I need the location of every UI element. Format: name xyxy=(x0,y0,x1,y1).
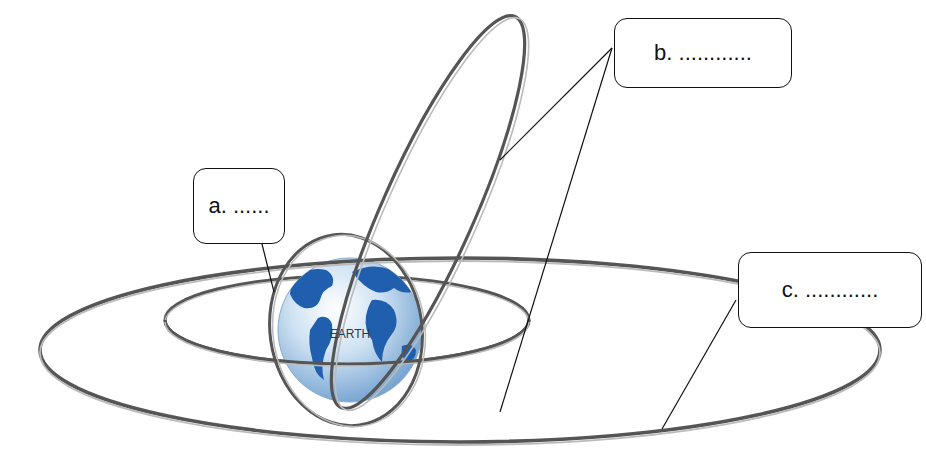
callout-text: c. ............ xyxy=(782,277,879,303)
orbit-front xyxy=(40,0,880,445)
callout-box: b. ............ xyxy=(614,18,792,88)
callout-box: a. ...... xyxy=(193,168,285,244)
earth-globe xyxy=(278,258,422,402)
leader-lines xyxy=(250,48,736,429)
globe-label: EARTH xyxy=(330,327,370,341)
callout-box: c. ............ xyxy=(738,252,922,328)
callout-text: a. ...... xyxy=(208,193,269,219)
callout-text: b. ............ xyxy=(654,40,752,66)
